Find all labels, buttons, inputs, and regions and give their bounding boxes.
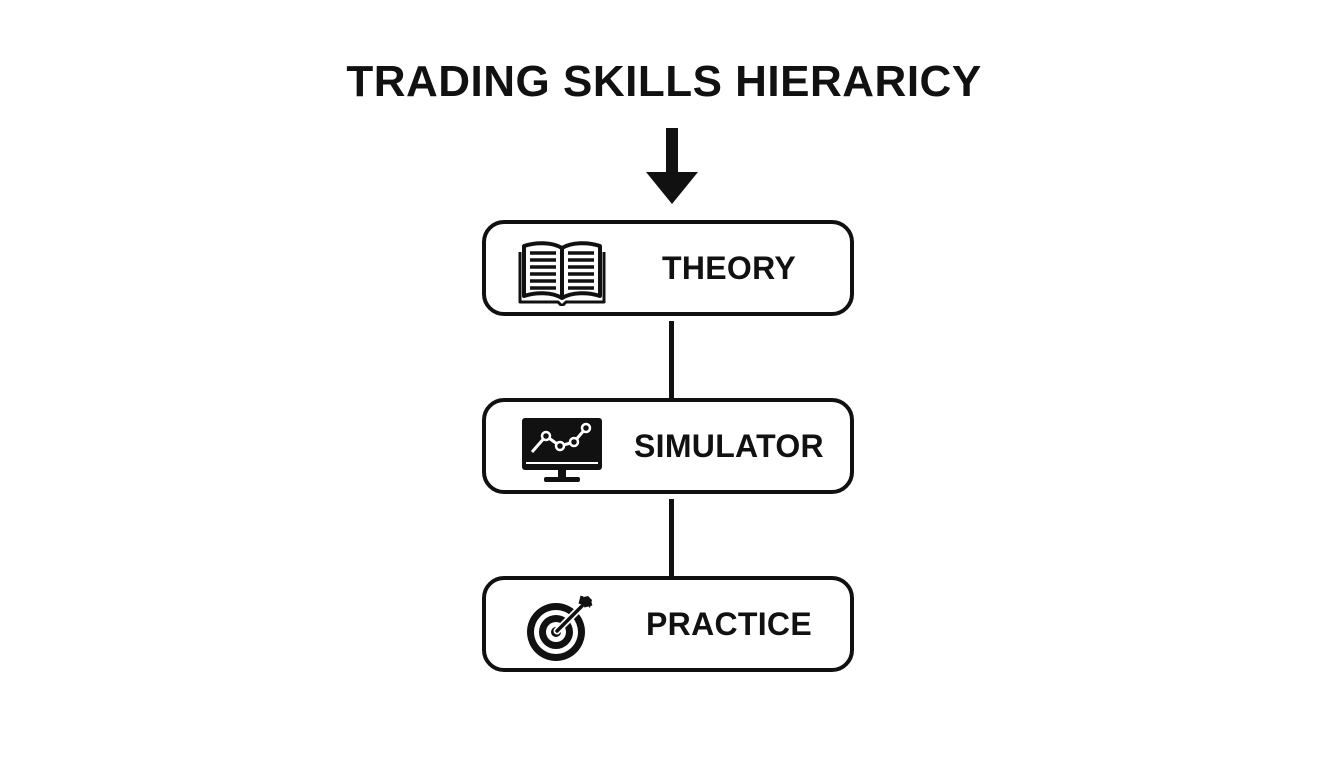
step-label-practice: PRACTICE	[646, 606, 812, 642]
connector-simulator-practice	[669, 499, 674, 579]
connector-theory-simulator	[669, 321, 674, 401]
step-practice: PRACTICE	[482, 576, 854, 672]
monitor-chart-icon	[522, 418, 602, 482]
step-simulator: SIMULATOR	[482, 398, 854, 494]
step-label-theory: THEORY	[662, 250, 796, 286]
target-arrow-icon	[527, 595, 593, 661]
step-label-simulator: SIMULATOR	[634, 428, 824, 464]
step-theory: THEORY	[482, 220, 854, 316]
down-arrow-icon	[646, 128, 698, 204]
diagram-title: TRADING SKILLS HIERARICY	[346, 57, 982, 106]
open-book-icon	[518, 241, 606, 306]
